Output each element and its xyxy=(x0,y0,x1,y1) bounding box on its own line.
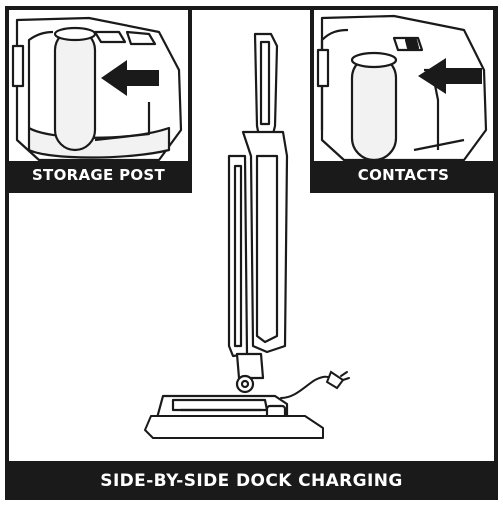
power-cord-icon xyxy=(280,370,350,399)
storage-post-label: STORAGE POST xyxy=(9,161,188,189)
contacts-label: CONTACTS xyxy=(314,161,493,189)
storage-post-icon xyxy=(11,16,183,162)
arrow-icon xyxy=(101,60,159,96)
arrow-icon xyxy=(418,58,482,94)
caption-label: SIDE-BY-SIDE DOCK CHARGING xyxy=(5,461,498,500)
contacts-icon xyxy=(316,14,488,162)
storage-post-inset: STORAGE POST xyxy=(5,6,192,193)
stick-vacuum-icon xyxy=(155,32,289,428)
contacts-inset: CONTACTS xyxy=(310,6,497,193)
charging-dock-icon xyxy=(144,415,324,439)
